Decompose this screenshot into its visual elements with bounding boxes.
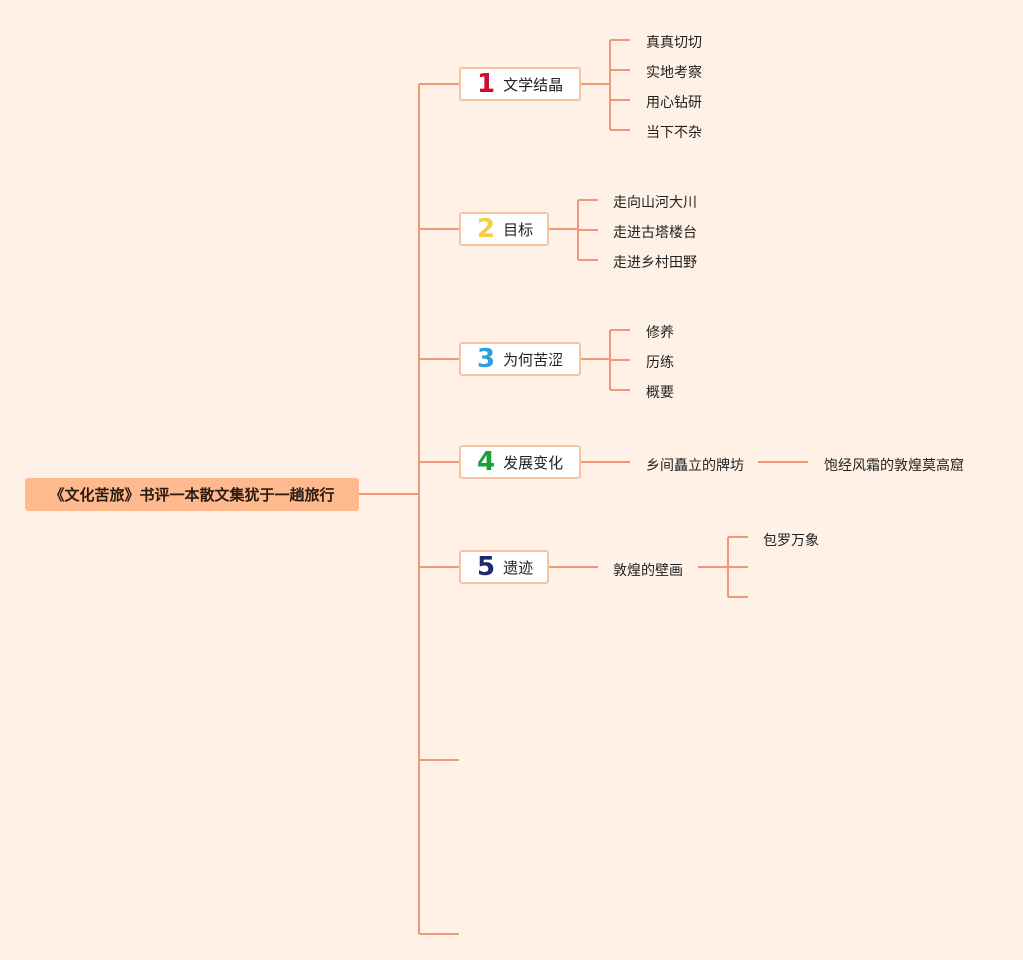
branch-2-label: 目标	[503, 220, 534, 239]
branch-1-child-4[interactable]: 当下不杂	[646, 125, 702, 141]
branch-2-child-2[interactable]: 走进古塔楼台	[613, 225, 697, 241]
branch-3-child-2[interactable]: 历练	[646, 355, 674, 371]
branch-4-number: 4	[477, 447, 496, 477]
branch-5-number: 5	[477, 552, 496, 582]
root-topic[interactable]: 《文化苦旅》书评一本散文集犹于一趟旅行	[25, 478, 359, 511]
branch-3[interactable]: 3 为何苦涩	[459, 342, 581, 376]
branch-2-child-1[interactable]: 走向山河大川	[613, 195, 697, 211]
branch-4-child-1[interactable]: 乡间矗立的牌坊	[646, 458, 744, 474]
branch-3-number: 3	[477, 344, 496, 374]
branch-1-child-3[interactable]: 用心钻研	[646, 95, 702, 111]
branch-5-grandchild-1[interactable]: 包罗万象	[763, 533, 819, 549]
branch-1-child-1[interactable]: 真真切切	[646, 35, 702, 51]
branch-1-label: 文学结晶	[503, 75, 564, 94]
branch-1-child-2[interactable]: 实地考察	[646, 65, 702, 81]
branch-2-child-3[interactable]: 走进乡村田野	[613, 255, 697, 271]
branch-5[interactable]: 5 遗迹	[459, 550, 549, 584]
branch-4[interactable]: 4 发展变化	[459, 445, 581, 479]
branch-4-label: 发展变化	[503, 453, 564, 472]
branch-4-grandchild-1[interactable]: 饱经风霜的敦煌莫高窟	[824, 458, 964, 474]
branch-5-label: 遗迹	[503, 558, 534, 577]
branch-3-child-1[interactable]: 修养	[646, 325, 674, 341]
branch-1-number: 1	[477, 69, 496, 99]
branch-3-child-3[interactable]: 概要	[646, 385, 674, 401]
branch-2-number: 2	[477, 214, 496, 244]
branch-5-child-1[interactable]: 敦煌的壁画	[613, 563, 683, 579]
branch-2[interactable]: 2 目标	[459, 212, 549, 246]
root-topic-label: 《文化苦旅》书评一本散文集犹于一趟旅行	[49, 486, 335, 504]
branch-3-label: 为何苦涩	[503, 350, 564, 369]
branch-1[interactable]: 1 文学结晶	[459, 67, 581, 101]
